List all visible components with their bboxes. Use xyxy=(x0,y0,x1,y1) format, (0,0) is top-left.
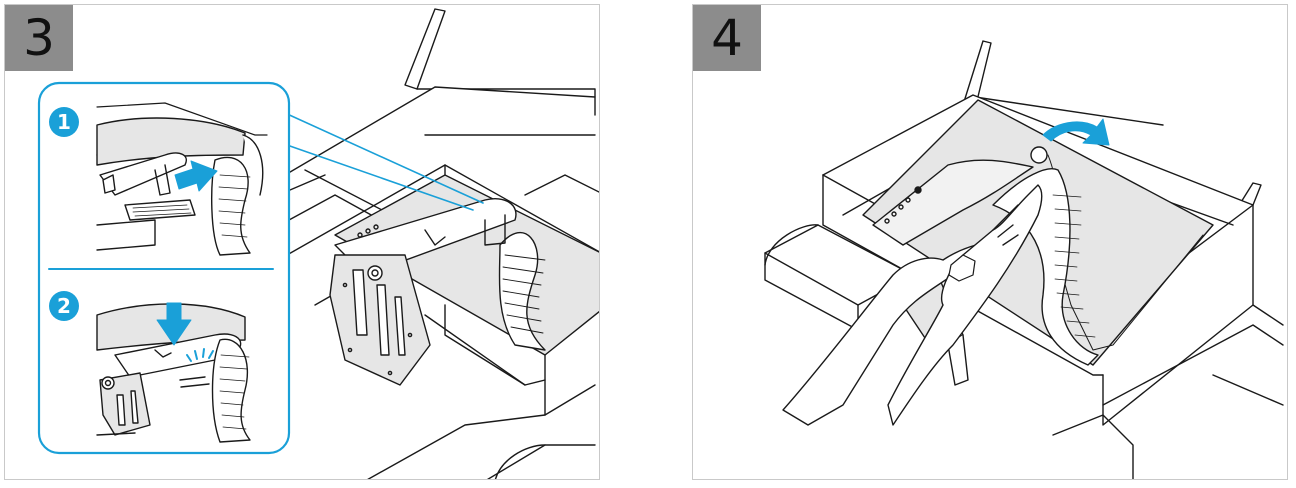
dell-logo-icon xyxy=(1030,146,1048,164)
substep-2-illustration xyxy=(96,295,260,445)
step-3-panel: 3 xyxy=(4,4,600,480)
step-3-illustration xyxy=(37,8,599,479)
monitor-panel xyxy=(334,174,599,356)
substep-1-badge: 1 xyxy=(49,107,79,137)
step-4-panel: 4 xyxy=(692,4,1288,480)
substep-2-badge: 2 xyxy=(49,291,79,321)
monitor-stand xyxy=(329,198,517,386)
step-4-illustration xyxy=(764,40,1284,479)
callout-leader-lines xyxy=(284,112,484,211)
rotate-arrow-icon xyxy=(1042,118,1110,146)
box-lid-flap xyxy=(962,40,1262,226)
press-down-arrow-icon xyxy=(156,302,192,346)
hands xyxy=(782,184,1043,426)
step-3-number: 3 xyxy=(5,5,73,71)
step-4-number: 4 xyxy=(693,5,761,71)
substep-1-illustration xyxy=(96,102,268,256)
push-arrow-icon xyxy=(174,160,218,192)
click-marks-icon xyxy=(186,348,214,362)
